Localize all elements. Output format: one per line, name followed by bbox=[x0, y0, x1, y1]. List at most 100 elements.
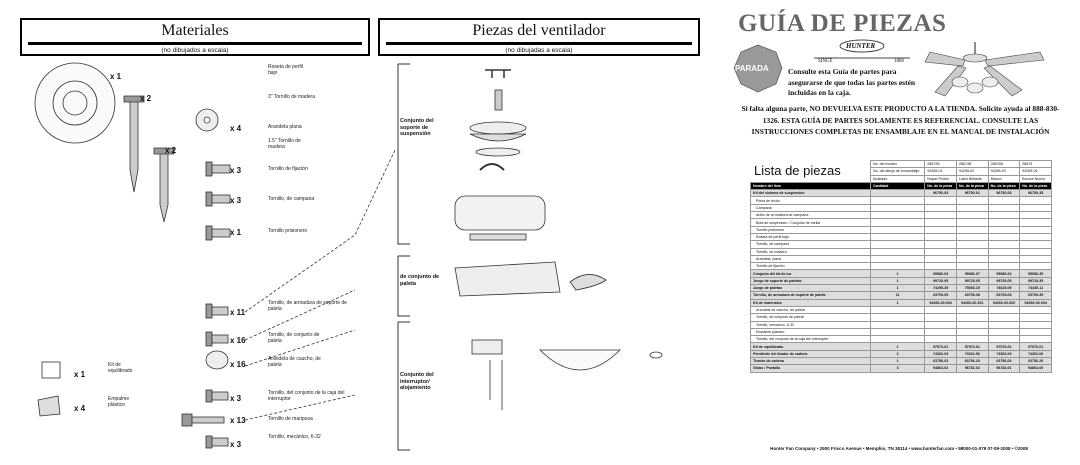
row-part bbox=[987, 203, 1021, 213]
row-name: Pendiente del tirador de cadena bbox=[750, 349, 871, 359]
row-part: 94266-00-003 bbox=[924, 298, 957, 307]
row-part bbox=[1019, 335, 1052, 344]
row-part bbox=[924, 225, 957, 234]
row-part bbox=[987, 313, 1021, 322]
row-part: 63705-35 bbox=[1019, 291, 1052, 300]
kit-qty: x 4 bbox=[74, 404, 86, 413]
row-part bbox=[1019, 232, 1052, 242]
hardware-label: Tornillo, mecánico, 6-32 bbox=[268, 434, 321, 440]
row-name: Campana bbox=[750, 203, 871, 213]
hardware-label: 1.5" Tornillo de madera bbox=[268, 138, 301, 150]
row-part bbox=[955, 218, 989, 227]
table-row: Tornillo prisionero bbox=[750, 225, 1052, 234]
row-name: Empalme plástico bbox=[750, 327, 871, 337]
row-part: 74435-11 bbox=[1019, 284, 1052, 293]
row-part: 74295-39 bbox=[924, 284, 957, 293]
table-row: Campana bbox=[750, 203, 1052, 213]
hardware-label: Tornillo prisionero bbox=[268, 228, 308, 234]
row-qty bbox=[869, 211, 926, 220]
row-part bbox=[955, 327, 989, 337]
piezas-subtitle: (no dibujadas a escala) bbox=[505, 47, 573, 54]
row-part bbox=[1019, 211, 1052, 220]
hardware-label: Tornillo, de conjunto de paleta bbox=[268, 332, 320, 344]
row-part bbox=[987, 335, 1021, 344]
row-part: 95980-35 bbox=[1019, 269, 1052, 278]
row-qty bbox=[869, 320, 926, 329]
header-label: No. del dibujo de ensamblaje bbox=[869, 167, 926, 176]
spacer bbox=[751, 168, 871, 175]
row-part: 97570-01 bbox=[955, 342, 989, 351]
consult-text: Consulte esta Guía de partes para asegur… bbox=[788, 67, 916, 97]
row-part: 94864-02 bbox=[924, 364, 957, 373]
hardware-qty: x 2 bbox=[165, 146, 177, 155]
table-row: Tornillo de fijación bbox=[750, 262, 1052, 271]
row-name: Juego de soporte de paletas bbox=[750, 276, 871, 286]
row-name: Conjunto del kit de luz bbox=[750, 269, 871, 278]
row-part: 95980-03 bbox=[987, 269, 1021, 278]
row-part: 63756-03 bbox=[924, 356, 957, 366]
table-row: Arandela, plana bbox=[750, 254, 1052, 264]
row-part: 94266-00-002 bbox=[987, 298, 1021, 307]
warning-text: Si falta alguna parte, NO DEVUELVA ESTE … bbox=[741, 104, 1060, 136]
table-row: Anillo de la moldura de campana bbox=[750, 211, 1052, 220]
row-part bbox=[987, 262, 1021, 271]
row-part: 94266-00-001 bbox=[955, 298, 989, 307]
spacer bbox=[751, 161, 871, 168]
row-part bbox=[1019, 313, 1052, 322]
row-part bbox=[1019, 327, 1052, 337]
row-qty: 1 bbox=[869, 284, 926, 293]
hardware-qty: x 16 bbox=[230, 360, 246, 369]
row-part: 74302-03 bbox=[924, 349, 957, 359]
row-part bbox=[955, 335, 989, 344]
row-part bbox=[924, 211, 957, 220]
row-part: 74302-06 bbox=[955, 349, 989, 359]
row-part bbox=[924, 247, 957, 256]
row-part: 96782-02 bbox=[955, 364, 989, 373]
row-part bbox=[987, 254, 1021, 264]
row-part: 63705-05 bbox=[924, 291, 957, 300]
row-part bbox=[924, 254, 957, 264]
row-name: Tornillo prisionero bbox=[750, 225, 871, 234]
row-part bbox=[955, 254, 989, 264]
hardware-qty: x 11 bbox=[230, 308, 246, 317]
row-part: 95980-03 bbox=[924, 269, 957, 278]
brand-logo: HUNTER bbox=[846, 42, 876, 50]
hardware-label: Arandela plana bbox=[268, 124, 302, 130]
row-part: 96750-03 bbox=[987, 189, 1021, 198]
kit-label: Empalme plástico bbox=[108, 396, 130, 408]
table-row: Pieza de techo bbox=[750, 196, 1052, 205]
header-value: 94265-02 bbox=[955, 167, 989, 176]
col-name-header: Nombre del item bbox=[750, 181, 871, 191]
row-part bbox=[1019, 247, 1052, 256]
row-part bbox=[987, 218, 1021, 227]
row-part bbox=[1019, 320, 1052, 329]
row-part bbox=[1019, 240, 1052, 249]
row-name: Tirador de cadena bbox=[750, 356, 871, 366]
hardware-qty: x 1 bbox=[230, 228, 242, 237]
row-qty bbox=[869, 189, 926, 198]
parts-list-title: Lista de piezas bbox=[754, 163, 841, 178]
row-qty bbox=[869, 232, 926, 242]
row-part bbox=[924, 335, 957, 344]
header-value: 28674B bbox=[955, 159, 989, 169]
row-part bbox=[1019, 225, 1052, 234]
kit-qty: x 1 bbox=[74, 370, 86, 379]
row-name: Tornillo, mecánico, 6-32 bbox=[750, 320, 871, 329]
row-name: Bola de suspensión / Conjunto de varilla bbox=[750, 218, 871, 227]
row-name: Tornillo, de conjunto de paleta bbox=[750, 313, 871, 322]
row-name: Juego de paletas bbox=[750, 284, 871, 293]
row-name: Globo / Pantalla bbox=[750, 364, 871, 373]
row-part bbox=[1019, 262, 1052, 271]
col-qty-header: Cantidad bbox=[869, 181, 926, 191]
table-row: Roseta de perfil bajo bbox=[750, 232, 1052, 242]
row-part bbox=[1019, 305, 1052, 315]
row-part bbox=[987, 225, 1021, 234]
table-row: Tornillo, de conjunto de paleta bbox=[750, 313, 1052, 322]
row-part: 75065-15 bbox=[955, 284, 989, 293]
materiales-subtitle: (no dibujados a escala) bbox=[161, 47, 229, 54]
row-part bbox=[987, 247, 1021, 256]
